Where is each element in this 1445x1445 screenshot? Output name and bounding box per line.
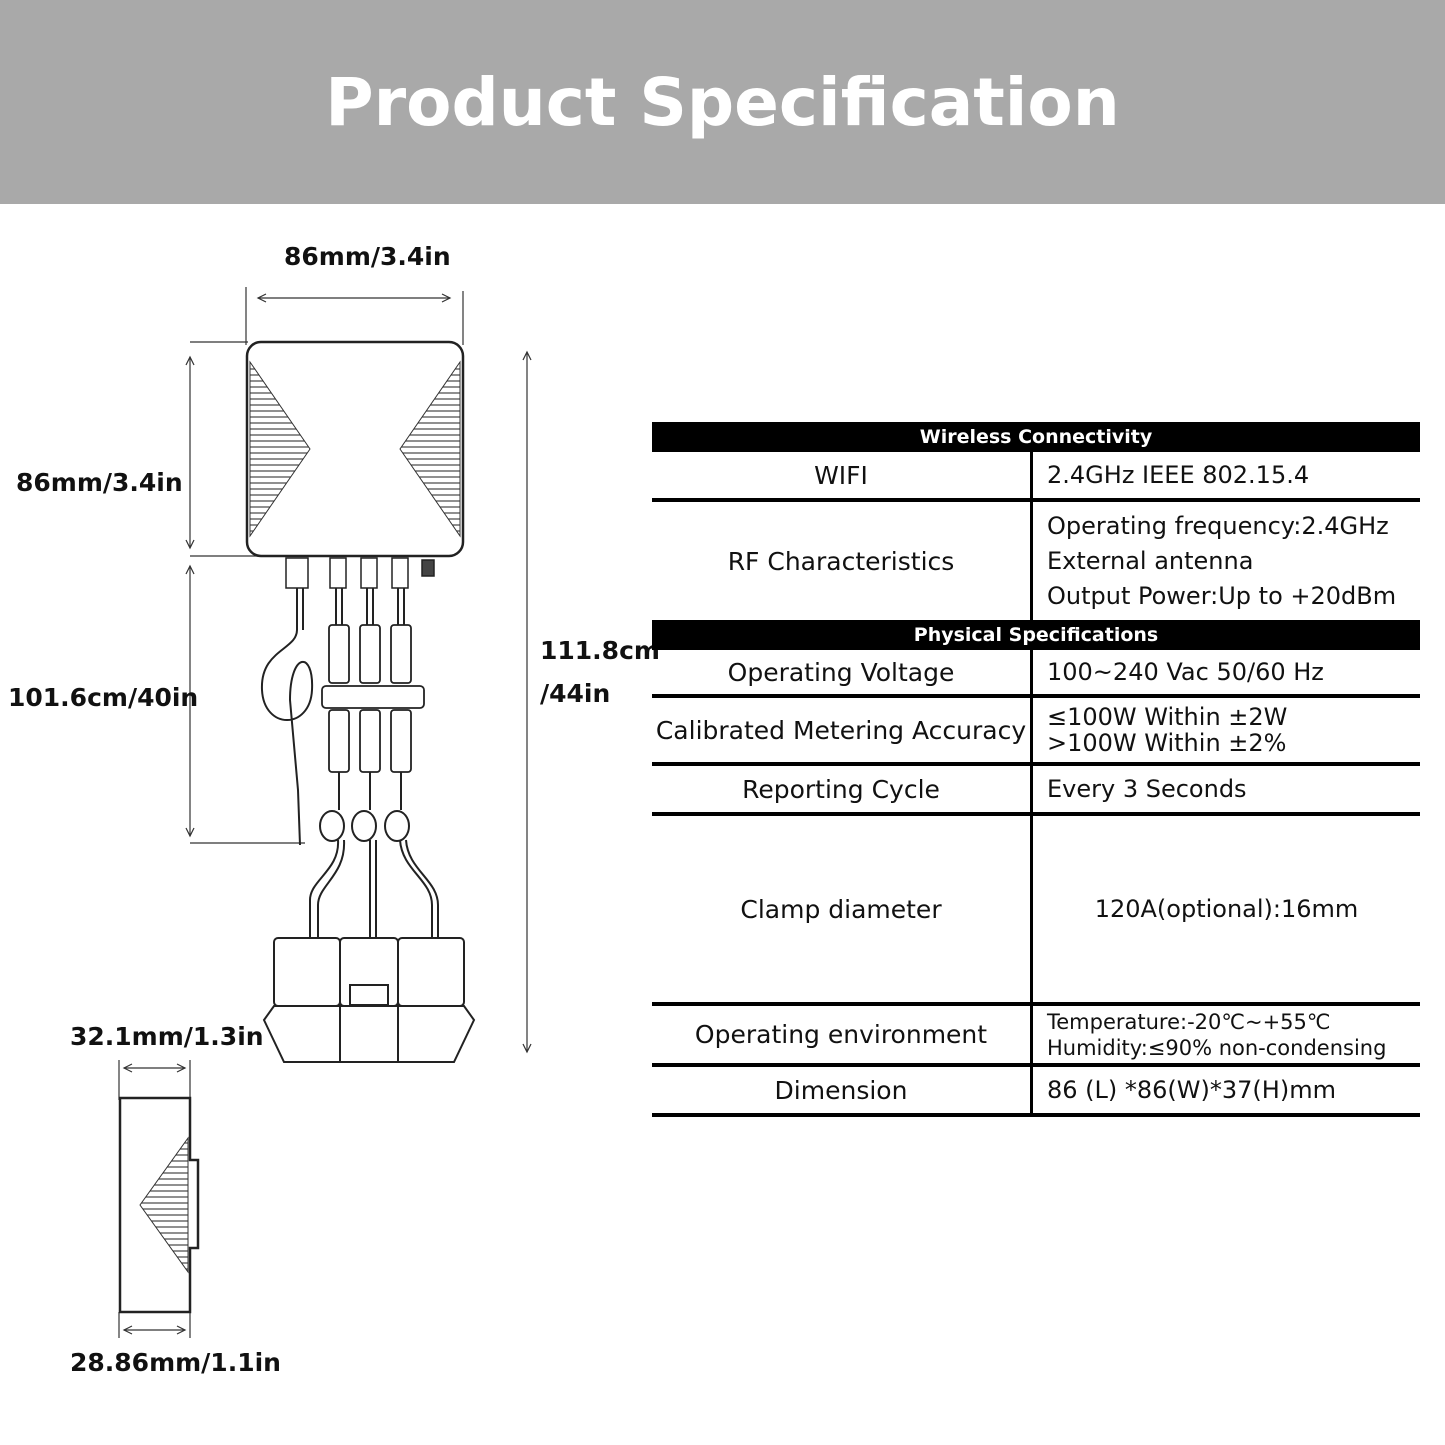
- table-row: WIFI 2.4GHz IEEE 802.15.4: [652, 452, 1420, 502]
- table-row: Dimension 86 (L) *86(W)*37(H)mm: [652, 1067, 1420, 1117]
- side-depth-dimension-line: [118, 1060, 191, 1338]
- row-value: External antenna: [1047, 546, 1254, 575]
- cables: [260, 588, 405, 846]
- row-value-cell: 2.4GHz IEEE 802.15.4: [1033, 452, 1420, 498]
- side-view-box: [118, 1096, 200, 1314]
- row-value: 2.4GHz IEEE 802.15.4: [1047, 460, 1310, 489]
- total-length-label: 111.8cm: [540, 636, 660, 665]
- meter-box: [245, 340, 465, 558]
- row-value-cell: 100~240 Vac 50/60 Hz: [1033, 650, 1420, 694]
- table-row: Operating Voltage 100~240 Vac 50/60 Hz: [652, 650, 1420, 698]
- width-dimension-line: [245, 287, 464, 345]
- clamp-wires: [309, 772, 439, 940]
- row-label: Operating environment: [652, 1006, 1033, 1063]
- row-value-cell: 120A(optional):16mm: [1033, 816, 1420, 1002]
- row-value: 120A(optional):16mm: [1094, 894, 1359, 923]
- inline-connectors: [321, 624, 425, 773]
- row-value: 100~240 Vac 50/60 Hz: [1047, 657, 1324, 686]
- total-length-dimension-line: [522, 350, 532, 1054]
- side-depth-label: 32.1mm/1.3in: [70, 1022, 264, 1051]
- current-clamps: [262, 937, 476, 1063]
- table-row: Operating environment Temperature:-20℃~+…: [652, 1006, 1420, 1067]
- table-row: Calibrated Metering Accuracy ≤100W Withi…: [652, 698, 1420, 766]
- row-value-cell: Every 3 Seconds: [1033, 766, 1420, 812]
- row-value: Humidity:≤90% non-condensing: [1047, 1035, 1387, 1060]
- row-value: Output Power:Up to +20dBm: [1047, 581, 1397, 610]
- row-label: Operating Voltage: [652, 650, 1033, 694]
- cable-length-label: 101.6cm/40in: [8, 683, 199, 712]
- table-row: RF Characteristics Operating frequency:2…: [652, 502, 1420, 620]
- box-height-label: 86mm/3.4in: [16, 468, 183, 497]
- physical-header: Physical Specifications: [652, 620, 1420, 650]
- box-height-dimension-line: [185, 341, 290, 557]
- row-value-cell: ≤100W Within ±2W >100W Within ±2%: [1033, 698, 1420, 762]
- width-label: 86mm/3.4in: [284, 242, 451, 271]
- row-label: Clamp diameter: [652, 816, 1033, 1002]
- row-label: Dimension: [652, 1067, 1033, 1113]
- table-row: Clamp diameter 120A(optional):16mm: [652, 816, 1420, 1006]
- title-banner: Product Specification: [0, 0, 1445, 204]
- row-label: Calibrated Metering Accuracy: [652, 698, 1033, 762]
- row-value: Temperature:-20℃~+55℃: [1047, 1009, 1331, 1034]
- row-value-cell: 86 (L) *86(W)*37(H)mm: [1033, 1067, 1420, 1113]
- row-label: WIFI: [652, 452, 1033, 498]
- page-title: Product Specification: [325, 63, 1120, 141]
- row-label: RF Characteristics: [652, 502, 1033, 620]
- box-connectors: [285, 557, 435, 589]
- row-value-cell: Operating frequency:2.4GHz External ante…: [1033, 502, 1420, 620]
- table-row: Reporting Cycle Every 3 Seconds: [652, 766, 1420, 816]
- row-value: >100W Within ±2%: [1047, 729, 1287, 757]
- row-value: ≤100W Within ±2W: [1047, 703, 1288, 731]
- wireless-header: Wireless Connectivity: [652, 422, 1420, 452]
- row-value: 86 (L) *86(W)*37(H)mm: [1047, 1075, 1336, 1104]
- row-label: Reporting Cycle: [652, 766, 1033, 812]
- cable-length-dimension-line: [185, 564, 305, 844]
- total-length-label-inches: /44in: [540, 679, 611, 708]
- row-value: Every 3 Seconds: [1047, 774, 1247, 803]
- row-value: Operating frequency:2.4GHz: [1047, 511, 1389, 540]
- row-value-cell: Temperature:-20℃~+55℃ Humidity:≤90% non-…: [1033, 1006, 1420, 1063]
- side-depth-bottom-label: 28.86mm/1.1in: [70, 1348, 281, 1377]
- spec-table: Wireless Connectivity WIFI 2.4GHz IEEE 8…: [652, 422, 1420, 1117]
